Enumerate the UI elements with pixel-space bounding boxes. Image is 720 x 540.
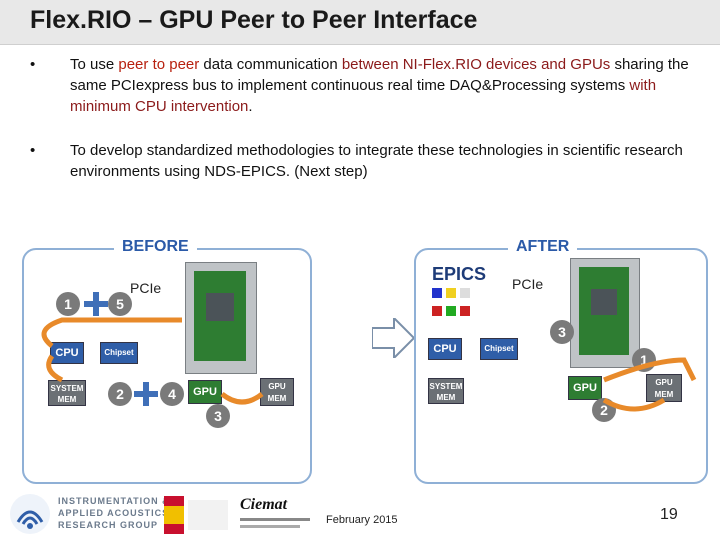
after-system-mem-box: SYSTEM MEM (428, 378, 464, 404)
before-pcie-label: PCIe (130, 280, 162, 296)
before-cpu-box: CPU (50, 342, 84, 364)
bullet-1-part: between NI-Flex.RIO devices and GPUs (341, 56, 611, 73)
before-step-4: 4 (160, 382, 184, 406)
bullet-2-text: To develop standardized methodologies to… (70, 142, 683, 180)
after-label: AFTER (508, 238, 578, 256)
after-chipset-box: Chipset (480, 338, 518, 360)
before-flow-arrows (41, 317, 264, 405)
bullet-marker: • (30, 56, 36, 73)
group-name-line-3: RESEARCH GROUP (58, 520, 159, 530)
before-system-mem-box: SYSTEM MEM (48, 380, 86, 406)
before-panel (22, 248, 312, 484)
bullet-1-part: with minimum CPU intervention (70, 77, 657, 115)
bullet-1-part: To use (70, 56, 119, 73)
bullet-1: • To use peer to peer data communication… (30, 54, 690, 120)
before-gpu-box: GPU (188, 380, 222, 404)
plus-connector-icon (134, 382, 158, 406)
before-step-3: 3 (206, 404, 230, 428)
wave-logo-icon (10, 494, 50, 534)
title-bar: Flex.RIO – GPU Peer to Peer Interface (0, 0, 720, 45)
research-group-logo: INSTRUMENTATION & APPLIED ACOUSTICS RESE… (8, 492, 184, 536)
ciemat-logo: Ciemat (234, 496, 318, 534)
bullet-1-text: To use peer to peer data communication b… (70, 54, 690, 117)
after-card-image (570, 258, 640, 368)
before-label: BEFORE (114, 238, 197, 256)
bullet-1-part: peer to peer (118, 56, 200, 73)
after-panel (414, 248, 708, 484)
slide-date: February 2015 (326, 514, 398, 526)
before-gpu-mem-box: GPU MEM (260, 378, 294, 406)
after-step-3: 3 (550, 320, 574, 344)
group-name-line-1: INSTRUMENTATION & (58, 496, 170, 506)
epics-color-squares (432, 288, 472, 318)
after-gpu-box: GPU (568, 376, 602, 400)
before-step-1: 1 (56, 292, 80, 316)
plus-connector-icon (84, 292, 108, 316)
group-name-line-2: APPLIED ACOUSTICS (58, 508, 170, 518)
bullet-2: • To develop standardized methodologies … (30, 140, 690, 184)
ministry-logo (164, 496, 230, 534)
page-number: 19 (660, 506, 678, 523)
bullet-1-part: . (248, 98, 253, 115)
transition-arrow-icon (372, 318, 414, 358)
before-step-5: 5 (108, 292, 132, 316)
bullet-1-part: sharing the same PCIexpress bus to imple… (70, 56, 689, 94)
before-step-2: 2 (108, 382, 132, 406)
slide-title: Flex.RIO – GPU Peer to Peer Interface (30, 6, 478, 34)
ciemat-name: Ciemat (240, 496, 288, 513)
before-chipset-box: Chipset (100, 342, 138, 364)
bullet-1-part: data communication (199, 56, 342, 73)
epics-label: EPICS (432, 264, 487, 284)
after-cpu-box: CPU (428, 338, 462, 360)
after-gpu-mem-box: GPU MEM (646, 374, 682, 402)
bullet-marker: • (30, 142, 36, 159)
after-pcie-label: PCIe (512, 276, 544, 292)
before-card-image (185, 262, 257, 374)
after-flow-arrows (602, 357, 697, 412)
